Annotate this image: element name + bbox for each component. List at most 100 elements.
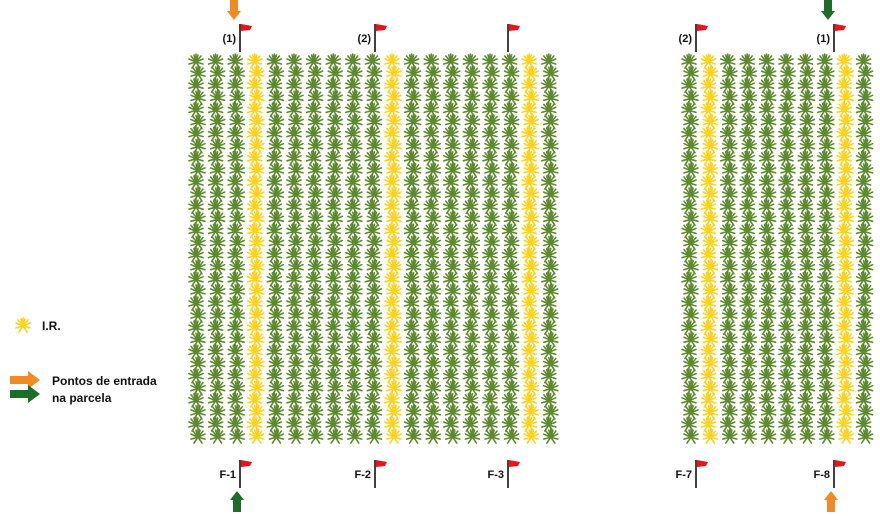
ir-plant <box>702 307 719 323</box>
plant <box>346 379 363 396</box>
plant <box>190 331 206 348</box>
plant <box>542 210 559 227</box>
plant <box>760 355 777 372</box>
plant <box>719 101 736 118</box>
plant <box>444 186 461 202</box>
left-plant-row <box>442 53 461 444</box>
plant <box>190 428 206 444</box>
plant <box>405 331 422 348</box>
plant <box>681 295 697 311</box>
plant <box>207 391 224 408</box>
ir-plant <box>384 222 400 239</box>
plant <box>405 210 422 227</box>
plant <box>462 367 479 384</box>
left-plant-row <box>325 53 344 444</box>
plant <box>288 428 304 444</box>
plant <box>325 295 342 311</box>
plant <box>190 210 206 227</box>
plant <box>778 367 794 384</box>
plant <box>482 77 498 93</box>
plant <box>227 319 243 336</box>
plant <box>268 186 285 202</box>
plant <box>188 53 204 69</box>
plant <box>188 101 204 118</box>
ir-plant <box>838 210 855 227</box>
right-plant-row <box>778 53 796 444</box>
plant <box>188 367 204 384</box>
plant <box>266 198 283 214</box>
plant <box>307 331 324 348</box>
plant <box>405 162 422 178</box>
ir-plant <box>521 416 538 432</box>
plant <box>797 150 814 166</box>
plant <box>540 150 557 166</box>
plant <box>209 355 226 372</box>
plant <box>229 404 245 420</box>
plant <box>681 174 697 190</box>
ir-plant <box>702 283 719 299</box>
plant <box>190 404 206 420</box>
plant <box>364 270 381 287</box>
plant <box>484 331 500 348</box>
plant <box>721 186 738 202</box>
plant <box>540 416 557 432</box>
plant <box>366 210 383 227</box>
ir-plant <box>838 307 855 323</box>
plant <box>760 113 777 130</box>
plant <box>188 77 204 93</box>
plant <box>501 77 518 93</box>
plant <box>286 101 302 118</box>
plant <box>482 367 498 384</box>
plant <box>403 174 420 190</box>
plant <box>444 283 461 299</box>
plant <box>780 428 796 444</box>
plant <box>207 319 224 336</box>
left-plant-row <box>403 53 422 444</box>
ir-plant <box>521 101 538 118</box>
plant <box>855 174 872 190</box>
plant <box>207 53 224 69</box>
left-top-entry-arrow <box>227 0 241 20</box>
plant <box>188 270 204 287</box>
plant <box>855 125 872 142</box>
plant <box>540 77 557 93</box>
ir-plant <box>523 283 540 299</box>
plant <box>816 77 833 93</box>
ir-plant <box>836 295 853 311</box>
plant <box>425 283 442 299</box>
plant <box>721 307 738 323</box>
plant <box>503 137 520 154</box>
ir-plant <box>247 246 263 263</box>
plant <box>482 53 498 69</box>
ir-plant <box>247 222 263 239</box>
plant <box>799 258 816 275</box>
plant <box>364 198 381 214</box>
ir-plant <box>248 379 265 396</box>
plant <box>403 416 420 432</box>
plant <box>190 186 206 202</box>
plant <box>758 150 775 166</box>
plant <box>366 258 383 275</box>
plant <box>464 331 481 348</box>
plant <box>721 162 738 178</box>
plant <box>227 53 243 69</box>
plant <box>423 270 440 287</box>
plant <box>344 416 361 432</box>
plant <box>683 210 699 227</box>
left-bottom-label-2: F-2 <box>355 469 372 481</box>
ir-plant <box>523 331 540 348</box>
plant <box>540 174 557 190</box>
plant <box>344 53 361 69</box>
plant <box>209 186 226 202</box>
plant <box>464 234 481 251</box>
ir-plant <box>384 198 400 214</box>
plant <box>683 65 699 81</box>
plant <box>464 89 481 106</box>
left-top-label-2: (2) <box>358 33 372 45</box>
plant <box>778 319 794 336</box>
plant <box>758 77 775 93</box>
plant <box>425 162 442 178</box>
plant <box>540 367 557 384</box>
right-bottom-flag-1 <box>695 460 708 488</box>
ir-plant <box>386 162 402 178</box>
